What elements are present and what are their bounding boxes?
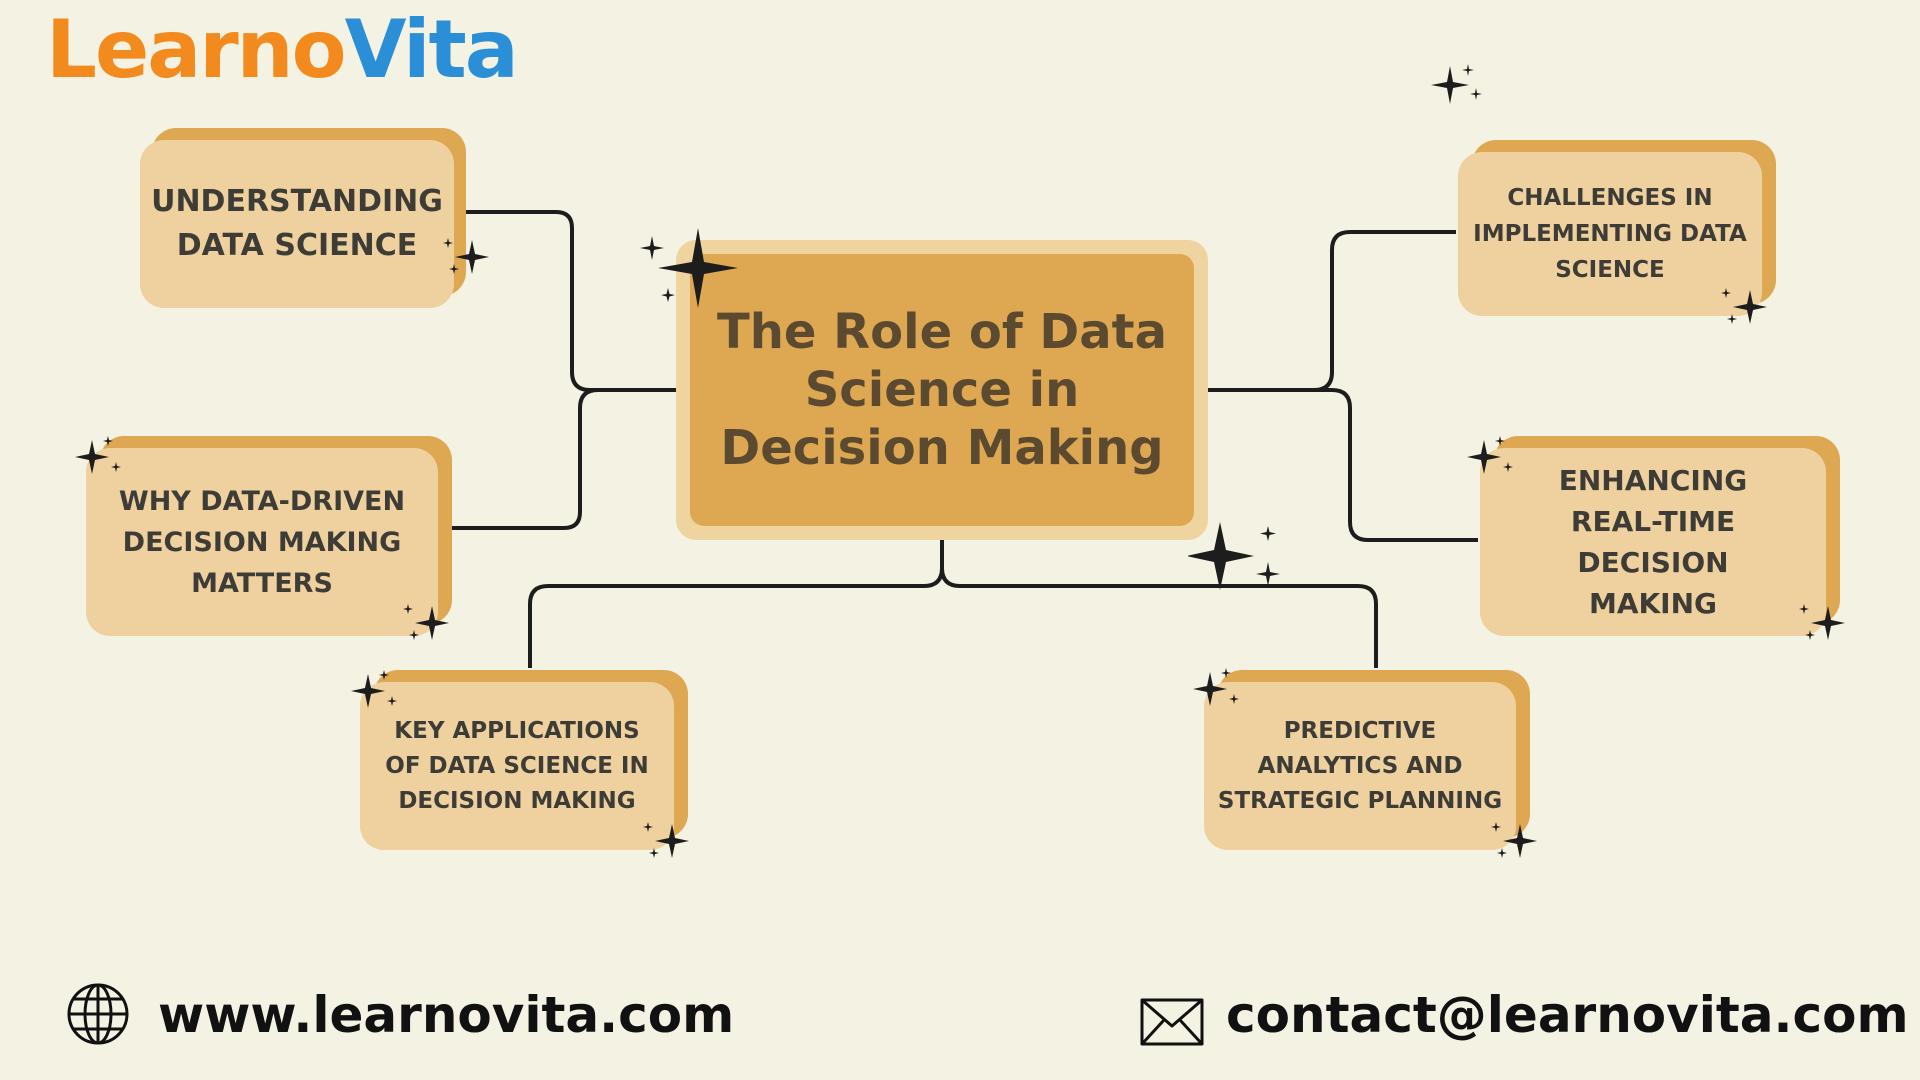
learnovita-logo: LearnoVita [46, 10, 519, 90]
sparkle-icon [640, 228, 738, 308]
logo-part-vita: Vita [344, 3, 519, 96]
central-topic-title: The Role of Data Science in Decision Mak… [690, 254, 1194, 526]
website-link[interactable]: www.learnovita.com [158, 986, 735, 1044]
topic-label: PREDICTIVE ANALYTICS AND STRATEGIC PLANN… [1204, 682, 1516, 850]
topic-label: ENHANCING REAL-TIME DECISION MAKING [1480, 448, 1826, 636]
connector-key [528, 540, 944, 668]
sparkle-icon [643, 822, 689, 858]
sparkle-icon [1193, 668, 1239, 706]
sparkle-icon [1721, 288, 1767, 324]
connector-why [452, 388, 676, 530]
topic-card-enhancing: ENHANCING REAL-TIME DECISION MAKING [1480, 436, 1844, 636]
connector-understanding [466, 210, 676, 392]
sparkle-icon [75, 436, 121, 474]
sparkle-icon [443, 238, 489, 274]
connector-challenges [1208, 230, 1456, 392]
sparkle-icon [1431, 64, 1482, 104]
topic-card-predictive: PREDICTIVE ANALYTICS AND STRATEGIC PLANN… [1204, 670, 1534, 850]
sparkle-icon [1491, 822, 1537, 858]
connector-enhancing [1208, 388, 1478, 542]
connector-predictive [940, 540, 1378, 668]
globe-icon [67, 983, 129, 1045]
topic-label: CHALLENGES IN IMPLEMENTING DATA SCIENCE [1458, 152, 1762, 316]
topic-label: UNDERSTANDING DATA SCIENCE [140, 140, 454, 308]
central-topic-box: The Role of Data Science in Decision Mak… [676, 240, 1208, 540]
topic-label: KEY APPLICATIONS OF DATA SCIENCE IN DECI… [360, 682, 674, 850]
envelope-icon [1140, 998, 1204, 1046]
sparkle-icon [351, 670, 397, 708]
topic-card-why: WHY DATA-DRIVEN DECISION MAKING MATTERS [86, 436, 456, 636]
sparkle-icon [1467, 436, 1513, 474]
topic-card-understanding: UNDERSTANDING DATA SCIENCE [140, 128, 470, 308]
topic-label: WHY DATA-DRIVEN DECISION MAKING MATTERS [86, 448, 438, 636]
topic-card-key: KEY APPLICATIONS OF DATA SCIENCE IN DECI… [360, 670, 692, 850]
sparkle-icon [1188, 522, 1280, 590]
topic-card-challenges: CHALLENGES IN IMPLEMENTING DATA SCIENCE [1458, 140, 1780, 316]
sparkle-icon [1799, 604, 1845, 640]
logo-part-learno: Learno [46, 3, 347, 96]
sparkle-icon [403, 604, 449, 640]
email-link[interactable]: contact@learnovita.com [1226, 986, 1909, 1044]
